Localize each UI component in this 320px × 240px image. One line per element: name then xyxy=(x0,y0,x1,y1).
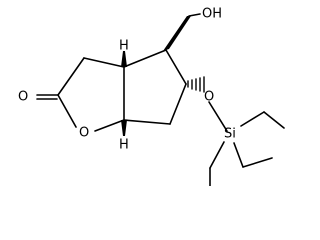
bond-c4-c5 xyxy=(165,49,187,85)
bond-o-si xyxy=(208,101,228,132)
bond-si-ethyl1-a xyxy=(240,111,265,127)
wedge-bond-c3a-h xyxy=(121,51,127,67)
carbonyl-double-bond xyxy=(36,94,59,100)
atom-stereo-h-top: H xyxy=(119,39,129,54)
bond-si-ethyl2-a xyxy=(233,142,244,168)
wedge-bond-c6a-h xyxy=(121,120,127,136)
bond-si-ethyl2-b xyxy=(242,157,273,168)
atom-hydroxyl: OH xyxy=(202,7,222,22)
bond-c3-c3a xyxy=(83,57,125,68)
bond-si-ethyl3-a xyxy=(209,141,225,169)
bond-c5-c6 xyxy=(169,83,187,125)
atom-ring-oxygen: O xyxy=(79,126,89,141)
bond-si-ethyl1-b xyxy=(263,111,285,129)
bond-c6a-o1 xyxy=(94,119,125,132)
skeletal-bonds xyxy=(57,13,285,186)
wedge-bond-c4-ch2 xyxy=(163,16,191,51)
bond-o1-c2 xyxy=(57,94,77,128)
atom-ether-oxygen: O xyxy=(204,90,214,105)
bond-c2-c3 xyxy=(57,57,85,96)
atom-silicon: Si xyxy=(224,127,236,142)
chemical-structure: O O OH O Si H H xyxy=(18,7,285,186)
bond-c6-c6a xyxy=(123,119,171,125)
hashed-bond-c5-o xyxy=(187,76,205,93)
atom-carbonyl-oxygen: O xyxy=(18,90,28,105)
atom-stereo-h-bottom: H xyxy=(119,138,129,153)
bond-ch2-oh xyxy=(188,13,201,17)
bond-c3a-c4 xyxy=(123,49,167,68)
